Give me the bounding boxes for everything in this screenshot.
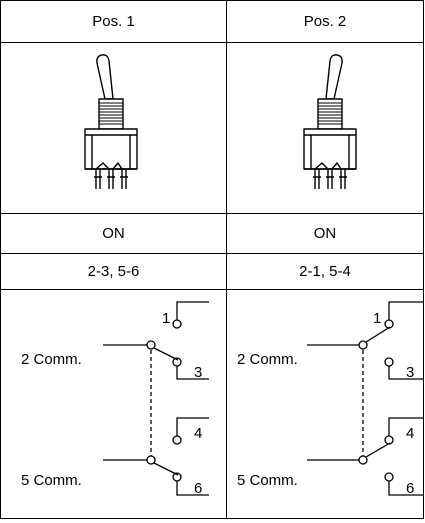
terminal-label-6: 6: [406, 480, 414, 497]
bushing-threads: [99, 102, 123, 125]
terminal-label-1: 1: [373, 310, 381, 327]
terminal-contact-6: [384, 472, 394, 482]
terminal-label-3: 3: [194, 364, 202, 381]
toggle-pins: [313, 162, 347, 189]
state-pos-2: ON: [227, 214, 424, 254]
terminal-contact-1: [172, 319, 182, 329]
connections-pos-2-label: 2-1, 5-4: [299, 263, 351, 280]
schematic-pos-2: 2 Comm. 1 3 5 Comm. 4 6: [237, 301, 423, 497]
switch-blade-top: [365, 326, 391, 343]
terminal-wire-6: [176, 481, 209, 496]
terminal-wire-3: [176, 366, 209, 380]
common-contact-bottom: [146, 455, 156, 465]
table-border-top: [0, 0, 424, 1]
terminal-wire-1: [388, 301, 423, 320]
state-pos-2-label: ON: [313, 225, 337, 242]
header-pos-2: Pos. 2: [227, 1, 424, 43]
terminal-label-4: 4: [406, 425, 414, 442]
terminal-label-4: 4: [194, 425, 202, 442]
terminal-contact-4: [172, 435, 182, 445]
connections-pos-1: 2-3, 5-6: [1, 254, 227, 290]
terminal-wire-6: [388, 481, 423, 496]
schematic-cell-pos-2: 2 Comm. 1 3 5 Comm. 4 6: [227, 290, 424, 519]
toggle-pins: [94, 162, 128, 189]
switch-image-cell-pos-1: [1, 43, 227, 214]
terminal-contact-4: [384, 435, 394, 445]
common-label-top: 2 Comm.: [237, 351, 298, 368]
schematic-cell-pos-1: 2 Comm. 1 3 5 Comm. 4 6: [1, 290, 227, 519]
common-label-top: 2 Comm.: [21, 351, 82, 368]
state-pos-1: ON: [1, 214, 227, 254]
switch-blade-top: [153, 347, 179, 361]
header-pos-1: Pos. 1: [1, 1, 227, 43]
common-label-bottom: 5 Comm.: [237, 472, 298, 489]
terminal-wire-4: [388, 417, 423, 436]
terminal-label-3: 3: [406, 364, 414, 381]
terminal-contact-3: [384, 357, 394, 367]
common-contact-top: [146, 340, 156, 350]
terminal-wire-1: [176, 301, 209, 320]
toggle-lever: [96, 54, 114, 100]
terminal-wire-4: [176, 417, 209, 436]
header-pos-2-label: Pos. 2: [303, 13, 347, 30]
connections-pos-2: 2-1, 5-4: [227, 254, 424, 290]
common-contact-top: [358, 340, 368, 350]
switch-blade-bottom: [365, 442, 391, 458]
terminal-label-1: 1: [162, 310, 170, 327]
common-contact-bottom: [358, 455, 368, 465]
toggle-switch-pos-2-drawing: [303, 54, 357, 189]
toggle-lever: [325, 54, 343, 100]
terminal-wire-3: [388, 366, 423, 380]
terminal-label-6: 6: [194, 480, 202, 497]
connections-pos-1-label: 2-3, 5-6: [87, 263, 140, 280]
state-pos-1-label: ON: [102, 225, 125, 242]
bushing-threads: [318, 102, 342, 125]
toggle-switch-pos-1-drawing: [84, 54, 138, 189]
switch-blade-bottom: [153, 462, 179, 476]
terminal-contact-1: [384, 319, 394, 329]
common-label-bottom: 5 Comm.: [21, 472, 82, 489]
header-pos-1-label: Pos. 1: [92, 13, 135, 30]
schematic-pos-1: 2 Comm. 1 3 5 Comm. 4 6: [21, 301, 209, 497]
switch-image-cell-pos-2: [227, 43, 424, 214]
table-border-left: [0, 0, 1, 519]
